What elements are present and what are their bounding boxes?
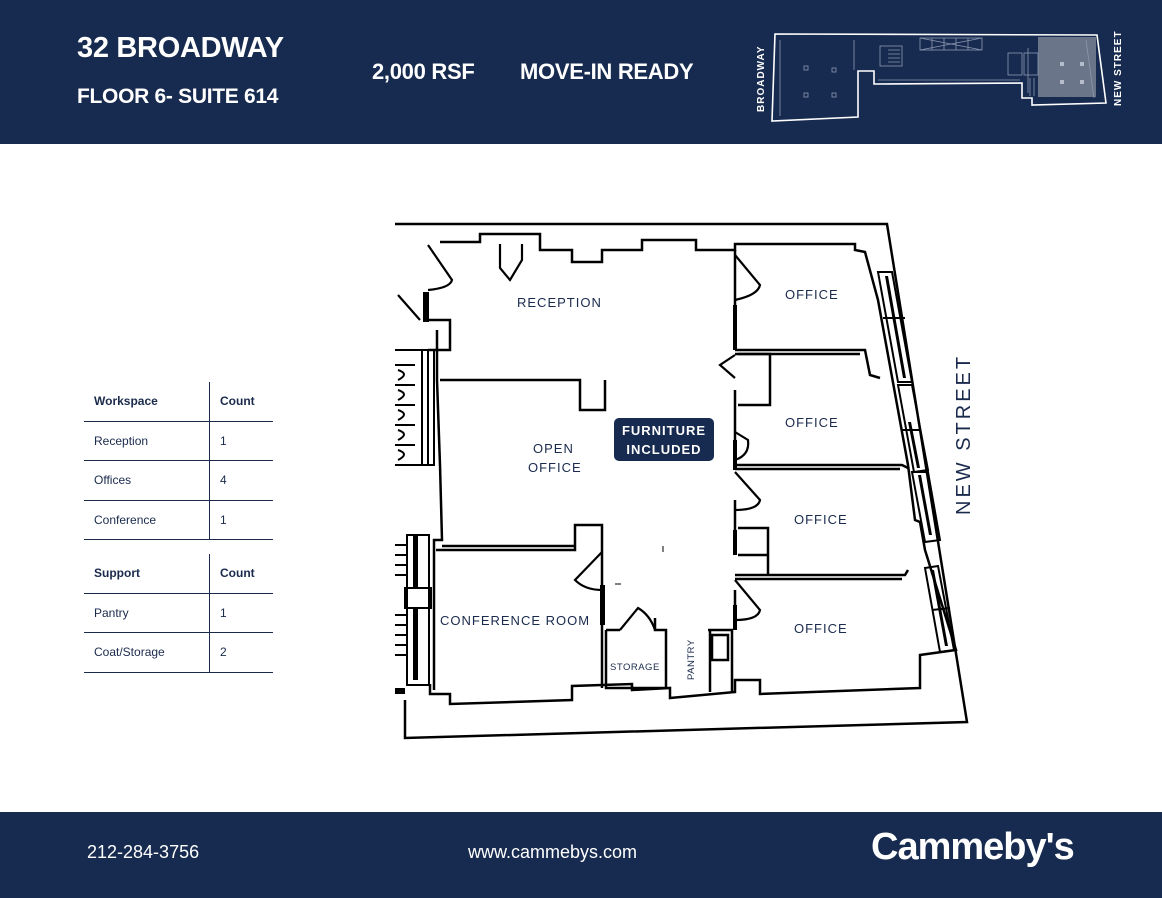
- table-row: Offices 4: [84, 461, 273, 501]
- table-row: Coat/Storage 2: [84, 633, 273, 673]
- table-cell-count: 1: [220, 512, 227, 527]
- room-label-pantry: PANTRY: [686, 639, 697, 680]
- room-label-conference: CONFERENCE ROOM: [440, 613, 590, 628]
- table-cell-name: Conference: [84, 500, 210, 539]
- keyplan-suite-highlight: [1038, 37, 1096, 97]
- workspace-table-header: Workspace Count: [84, 382, 273, 422]
- table-cell-name: Pantry: [84, 593, 210, 632]
- room-label-office-1: OFFICE: [785, 287, 839, 302]
- room-label-office-3: OFFICE: [794, 512, 848, 527]
- phone-number[interactable]: 212-284-3756: [87, 842, 200, 862]
- table-header-cell: Count: [220, 566, 255, 581]
- suite-subtitle: FLOOR 6- SUITE 614: [77, 85, 279, 108]
- table-header-cell: Count: [220, 394, 255, 409]
- table-cell-count: 4: [220, 473, 227, 488]
- room-label-open-office-line2: OFFICE: [528, 460, 582, 475]
- support-table-header: Support Count: [84, 554, 273, 594]
- keyplan-newstreet-label: NEW STREET: [1113, 30, 1124, 106]
- table-cell-name: Reception: [84, 421, 210, 460]
- brand-logo: Cammeby's: [871, 826, 1075, 868]
- table-row: Reception 1: [84, 421, 273, 461]
- workspace-table: Workspace Count Reception 1 Offices 4 Co…: [84, 382, 273, 540]
- size-label: 2,000 RSF: [372, 59, 475, 84]
- room-label-reception: RECEPTION: [517, 295, 602, 310]
- floor-plan: RECEPTION OPEN OFFICE OFFICE OFFICE OFFI…: [395, 222, 975, 740]
- street-label-new-street: NEW STREET: [953, 354, 975, 515]
- table-cell-count: 2: [220, 645, 227, 660]
- furniture-badge-line2: INCLUDED: [626, 442, 701, 457]
- room-label-open-office-line1: OPEN: [533, 441, 574, 456]
- keyplan-outline: [771, 33, 1107, 122]
- room-label-office-4: OFFICE: [794, 621, 848, 636]
- furniture-badge: [614, 418, 714, 461]
- table-header-cell: Workspace: [84, 382, 210, 421]
- table-cell-name: Offices: [84, 461, 210, 500]
- table-row: Conference 1: [84, 500, 273, 540]
- building-title: 32 BROADWAY: [77, 32, 284, 64]
- footer-banner: [0, 812, 1162, 898]
- status-label: MOVE-IN READY: [520, 59, 694, 84]
- furniture-badge-line1: FURNITURE: [622, 423, 706, 438]
- table-header-cell: Support: [84, 554, 210, 593]
- keyplan-broadway-label: BROADWAY: [756, 45, 767, 112]
- header-banner: [0, 0, 1162, 144]
- table-cell-count: 1: [220, 605, 227, 620]
- website-link[interactable]: www.cammebys.com: [468, 842, 638, 862]
- room-label-storage: STORAGE: [610, 662, 660, 673]
- building-outline: [395, 222, 969, 740]
- key-plan-map: BROADWAY NEW STREET: [756, 30, 1124, 122]
- room-label-office-2: OFFICE: [785, 415, 839, 430]
- table-cell-name: Coat/Storage: [84, 633, 210, 672]
- table-cell-count: 1: [220, 433, 227, 448]
- table-row: Pantry 1: [84, 593, 273, 633]
- support-table: Support Count Pantry 1 Coat/Storage 2: [84, 554, 273, 673]
